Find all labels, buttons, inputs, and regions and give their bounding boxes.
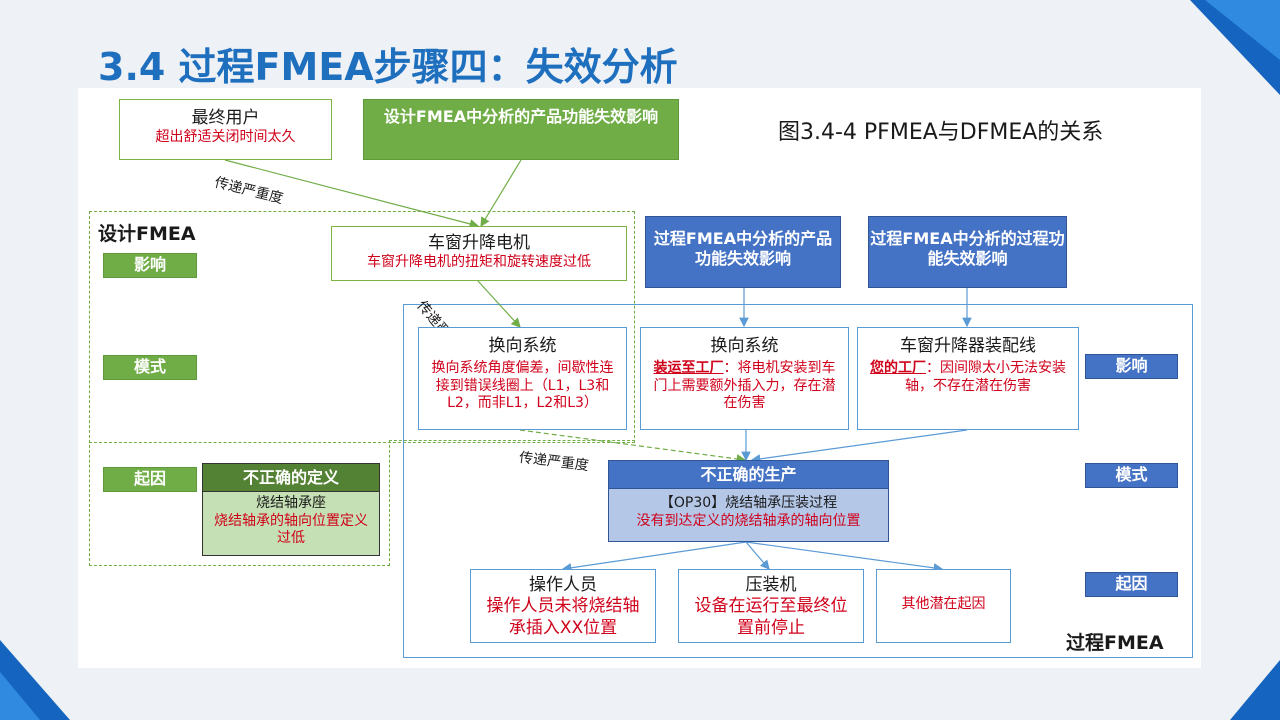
- incorrect-definition-header: 不正确的定义: [203, 464, 379, 492]
- motor-title: 车窗升降电机: [428, 233, 530, 253]
- incorrect-definition-detail: 烧结轴承的轴向位置定义过低: [214, 512, 368, 547]
- steering-system-process-box: 换向系统 装运至工厂：将电机安装到车门上需要额外插入力，存在潜在伤害: [640, 327, 849, 430]
- incorrect-production-box: 不正确的生产 【OP30】烧结轴承压装过程 没有到达定义的烧结轴承的轴向位置: [608, 460, 889, 542]
- assembly-line-highlight: 您的工厂: [870, 360, 926, 377]
- end-user-title: 最终用户: [191, 108, 260, 128]
- steering-process-text: 装运至工厂：将电机安装到车门上需要额外插入力，存在潜在伤害: [647, 360, 842, 413]
- assembly-line-box: 车窗升降器装配线 您的工厂：因间隙太小无法安装轴，不存在潜在伤害: [857, 327, 1079, 430]
- steering-design-title: 换向系统: [488, 336, 557, 356]
- operator-box: 操作人员 操作人员未将烧结轴承插入XX位置: [470, 569, 656, 643]
- line-dfmea-to-motor: [480, 159, 522, 228]
- steering-design-detail: 换向系统角度偏差，间歇性连接到错误线圈上（L1，L3和L2，而非L1，L2和L3…: [431, 360, 614, 412]
- incorrect-production-title: 【OP30】烧结轴承压装过程: [659, 495, 838, 511]
- other-causes-detail: 其他潜在起因: [901, 596, 986, 612]
- line-production-to-other: [745, 541, 944, 573]
- incorrect-production-header: 不正确的生产: [609, 461, 888, 489]
- steering-process-title: 换向系统: [710, 336, 779, 356]
- other-causes-box: 其他潜在起因: [876, 569, 1011, 643]
- process-fmea-frame: [403, 304, 1193, 658]
- design-fmea-frame-bottom: [89, 440, 390, 566]
- press-detail: 设备在运行至最终位置前停止: [694, 596, 848, 638]
- right-mode-tag: 模式: [1085, 463, 1178, 488]
- pfmea-product-effect-box: 过程FMEA中分析的产品功能失效影响: [645, 216, 841, 288]
- line-steering-to-production: [519, 429, 747, 464]
- motor-box: 车窗升降电机 车窗升降电机的扭矩和旋转速度过低: [331, 226, 627, 281]
- left-mode-tag: 模式: [103, 355, 197, 380]
- steering-system-design-box: 换向系统 换向系统角度偏差，间歇性连接到错误线圈上（L1，L3和L2，而非L1，…: [418, 327, 627, 430]
- pfmea-process-effect-box: 过程FMEA中分析的过程功能失效影响: [868, 216, 1067, 288]
- pfmea-product-effect-title: 过程FMEA中分析的产品功能失效影响: [653, 229, 833, 268]
- press-title: 压装机: [745, 575, 797, 595]
- right-effect-tag: 影响: [1085, 354, 1178, 379]
- figure-caption: 图3.4-4 PFMEA与DFMEA的关系: [778, 120, 1104, 145]
- end-user-detail: 超出舒适关闭时间太久: [155, 129, 296, 146]
- process-fmea-label: 过程FMEA: [1066, 632, 1164, 654]
- dfmea-effect-box: 设计FMEA中分析的产品功能失效影响: [363, 99, 679, 160]
- operator-title: 操作人员: [529, 575, 597, 595]
- assembly-line-detail: ：因间隙太小无法安装轴，不存在潜在伤害: [905, 360, 1066, 394]
- left-effect-tag: 影响: [103, 253, 197, 278]
- assembly-line-title: 车窗升降器装配线: [900, 336, 1036, 356]
- incorrect-production-detail: 没有到达定义的烧结轴承的轴向位置: [636, 512, 861, 529]
- page-title: 3.4 过程FMEA步骤四：失效分析: [98, 45, 678, 89]
- right-cause-tag: 起因: [1085, 572, 1178, 597]
- steering-process-highlight: 装运至工厂: [653, 360, 724, 377]
- pfmea-process-effect-title: 过程FMEA中分析的过程功能失效影响: [870, 229, 1065, 268]
- dfmea-effect-title: 设计FMEA中分析的产品功能失效影响: [383, 107, 659, 126]
- left-cause-tag: 起因: [103, 467, 197, 492]
- press-box: 压装机 设备在运行至最终位置前停止: [678, 569, 864, 643]
- end-user-box: 最终用户 超出舒适关闭时间太久: [119, 99, 332, 160]
- line-motor-to-steering: [477, 280, 521, 328]
- design-fmea-frame-top: [89, 211, 635, 443]
- design-fmea-label: 设计FMEA: [98, 223, 196, 245]
- motor-detail: 车窗升降电机的扭矩和旋转速度过低: [367, 254, 591, 271]
- line-line-to-production: [750, 429, 968, 464]
- incorrect-definition-title: 烧结轴承座: [256, 495, 326, 511]
- design-fmea-frame-join: [389, 440, 635, 441]
- line-user-to-motor: [224, 159, 480, 229]
- line-production-to-operator: [561, 541, 747, 573]
- assembly-line-text: 您的工厂：因间隙太小无法安装轴，不存在潜在伤害: [866, 360, 1070, 395]
- steering-process-detail: ：将电机安装到车门上需要额外插入力，存在潜在伤害: [653, 360, 836, 412]
- incorrect-definition-box: 不正确的定义 烧结轴承座 烧结轴承的轴向位置定义过低: [202, 463, 380, 556]
- operator-detail: 操作人员未将烧结轴承插入XX位置: [486, 596, 640, 638]
- line-production-to-press: [745, 541, 770, 570]
